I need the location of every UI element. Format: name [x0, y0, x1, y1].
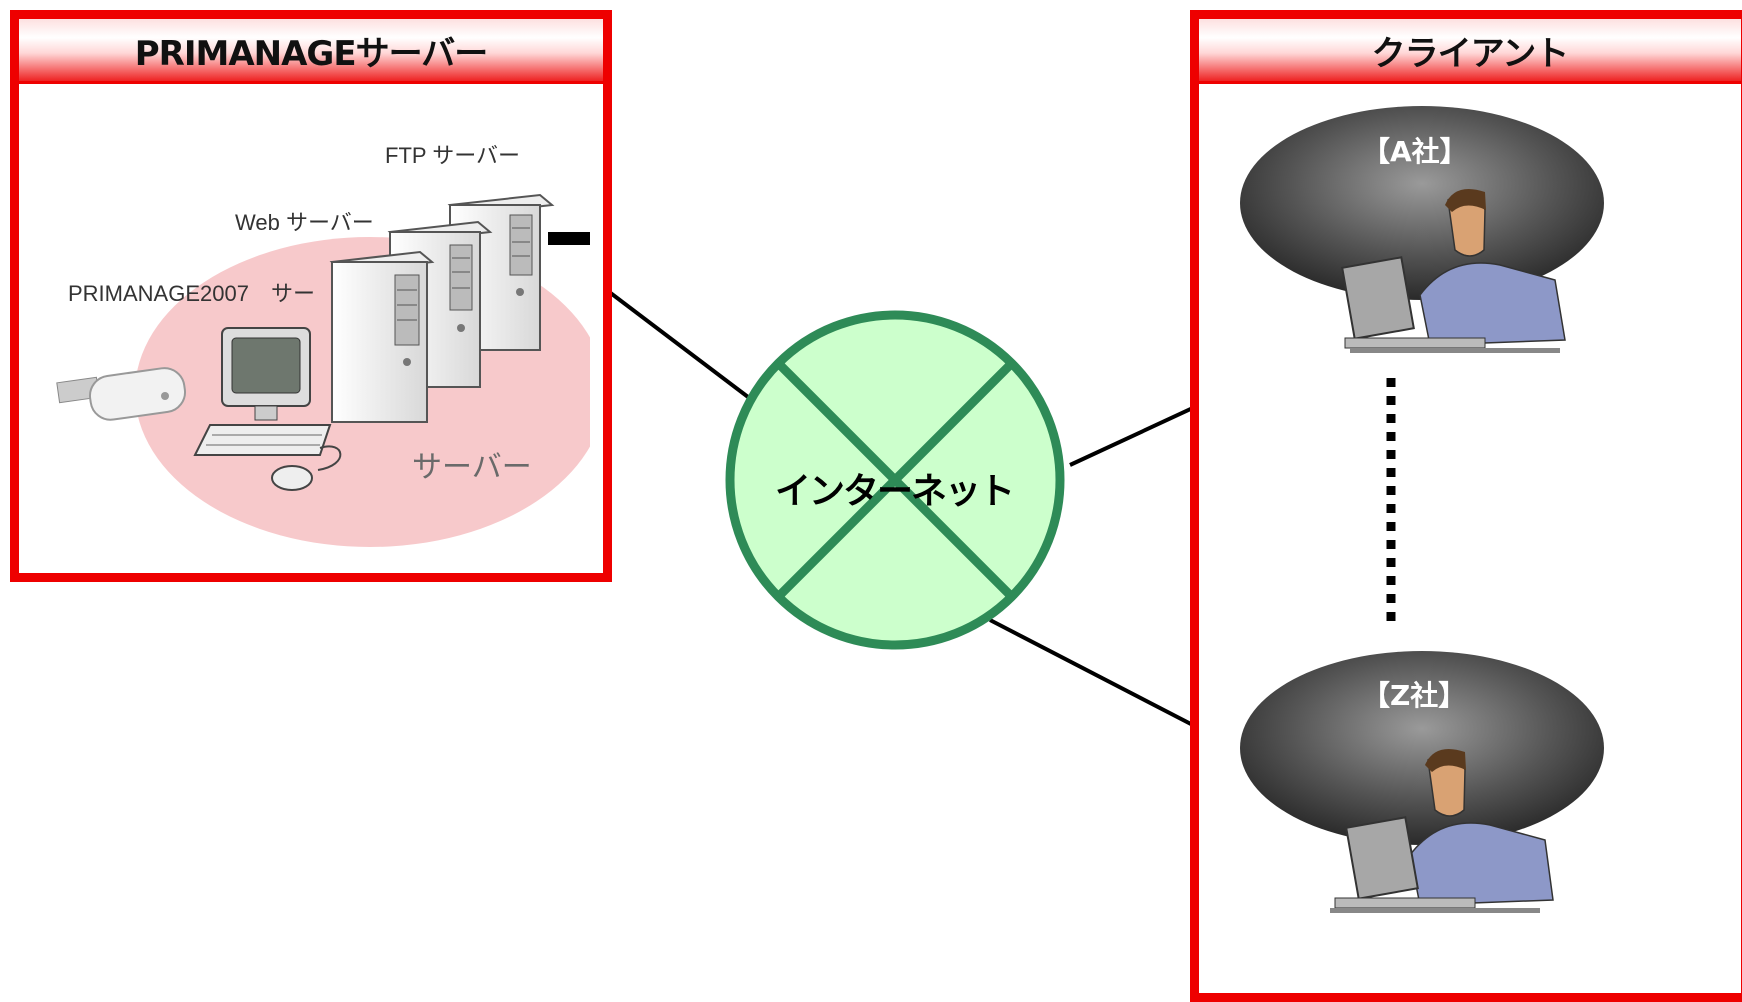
ftp-server-label: FTP サーバー — [385, 143, 521, 168]
company-z-user-icon — [1330, 748, 1554, 913]
client-panel-title: クライアント — [1199, 19, 1741, 84]
usb-key-icon — [56, 367, 187, 421]
company-z-oval — [1240, 651, 1604, 845]
server-zone-label: サーバー — [412, 450, 532, 485]
server-to-internet-line — [598, 283, 754, 402]
company-a-label: 【A社】 — [1362, 135, 1468, 168]
company-z-label: 【Z社】 — [1362, 679, 1467, 712]
company-a-user-icon — [1341, 188, 1566, 353]
server-illustration — [56, 193, 590, 547]
computer-monitor-icon — [221, 327, 311, 421]
web-server-label: Web サーバー — [235, 210, 374, 235]
primanage-server-label: PRIMANAGE2007 サー — [68, 281, 315, 306]
keyboard-icon — [193, 424, 332, 456]
mouse-icon — [271, 445, 342, 491]
primanage-server-tower-icon — [329, 250, 435, 423]
company-a-oval — [1240, 106, 1604, 300]
internet-cloud-icon — [725, 310, 1065, 650]
internet-label: インターネット — [775, 471, 1015, 512]
server-panel-title: PRIMANAGEサーバー — [19, 19, 603, 84]
